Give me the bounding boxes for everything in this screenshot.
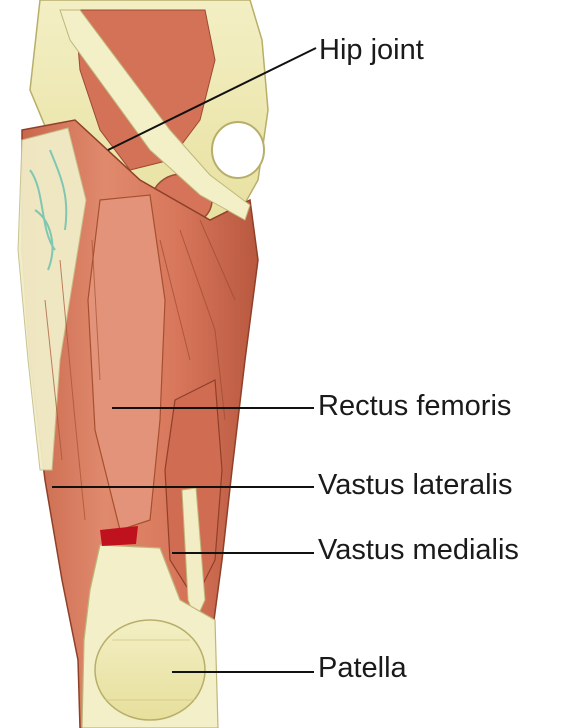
label-hip-joint: Hip joint — [319, 36, 424, 65]
label-rectus-femoris: Rectus femoris — [318, 392, 511, 421]
obturator-foramen — [212, 122, 264, 178]
patella-bone — [95, 620, 205, 720]
label-vastus-medialis: Vastus medialis — [318, 536, 519, 565]
label-vastus-lateralis: Vastus lateralis — [318, 471, 513, 500]
label-patella: Patella — [318, 654, 407, 683]
